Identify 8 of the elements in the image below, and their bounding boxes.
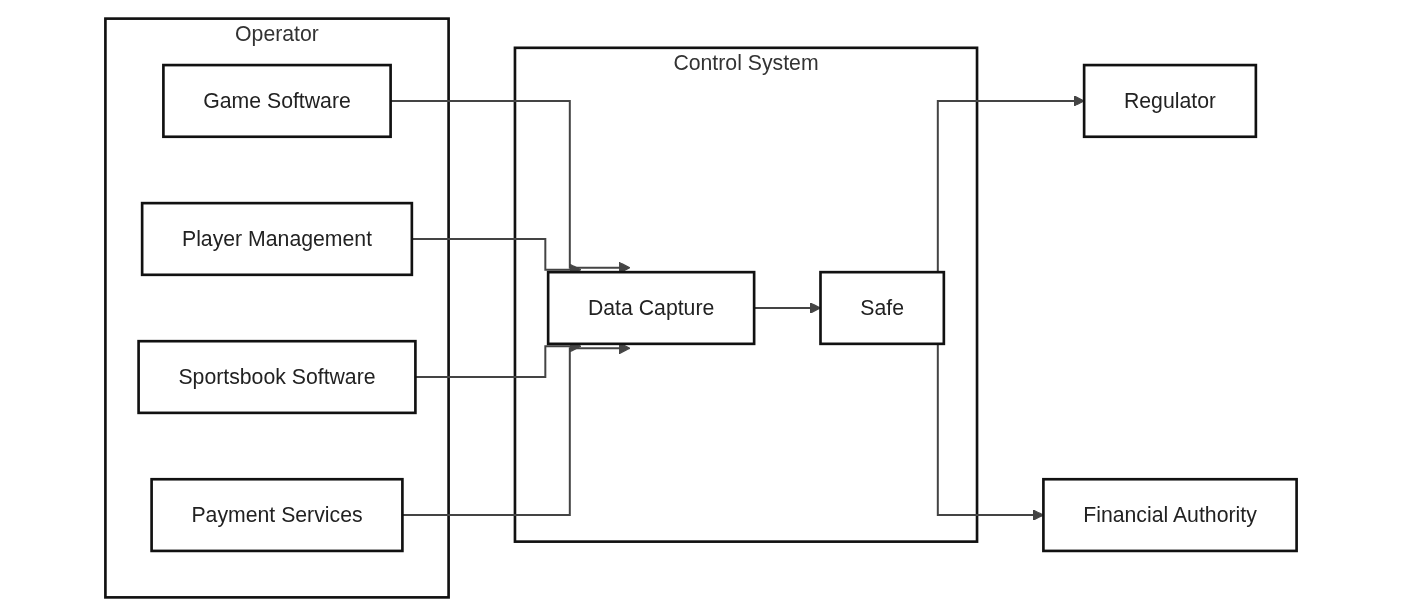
node-box: Payment Services [150,477,404,552]
node-box: Regulator [1082,63,1258,138]
node-box: Sportsbook Software [137,339,417,414]
node-box: Safe [819,270,946,345]
node-box: Player Management [140,201,414,276]
node-box: Data Capture [546,270,756,345]
node-box: Game Software [162,63,392,138]
node-box: Financial Authority [1042,477,1298,552]
